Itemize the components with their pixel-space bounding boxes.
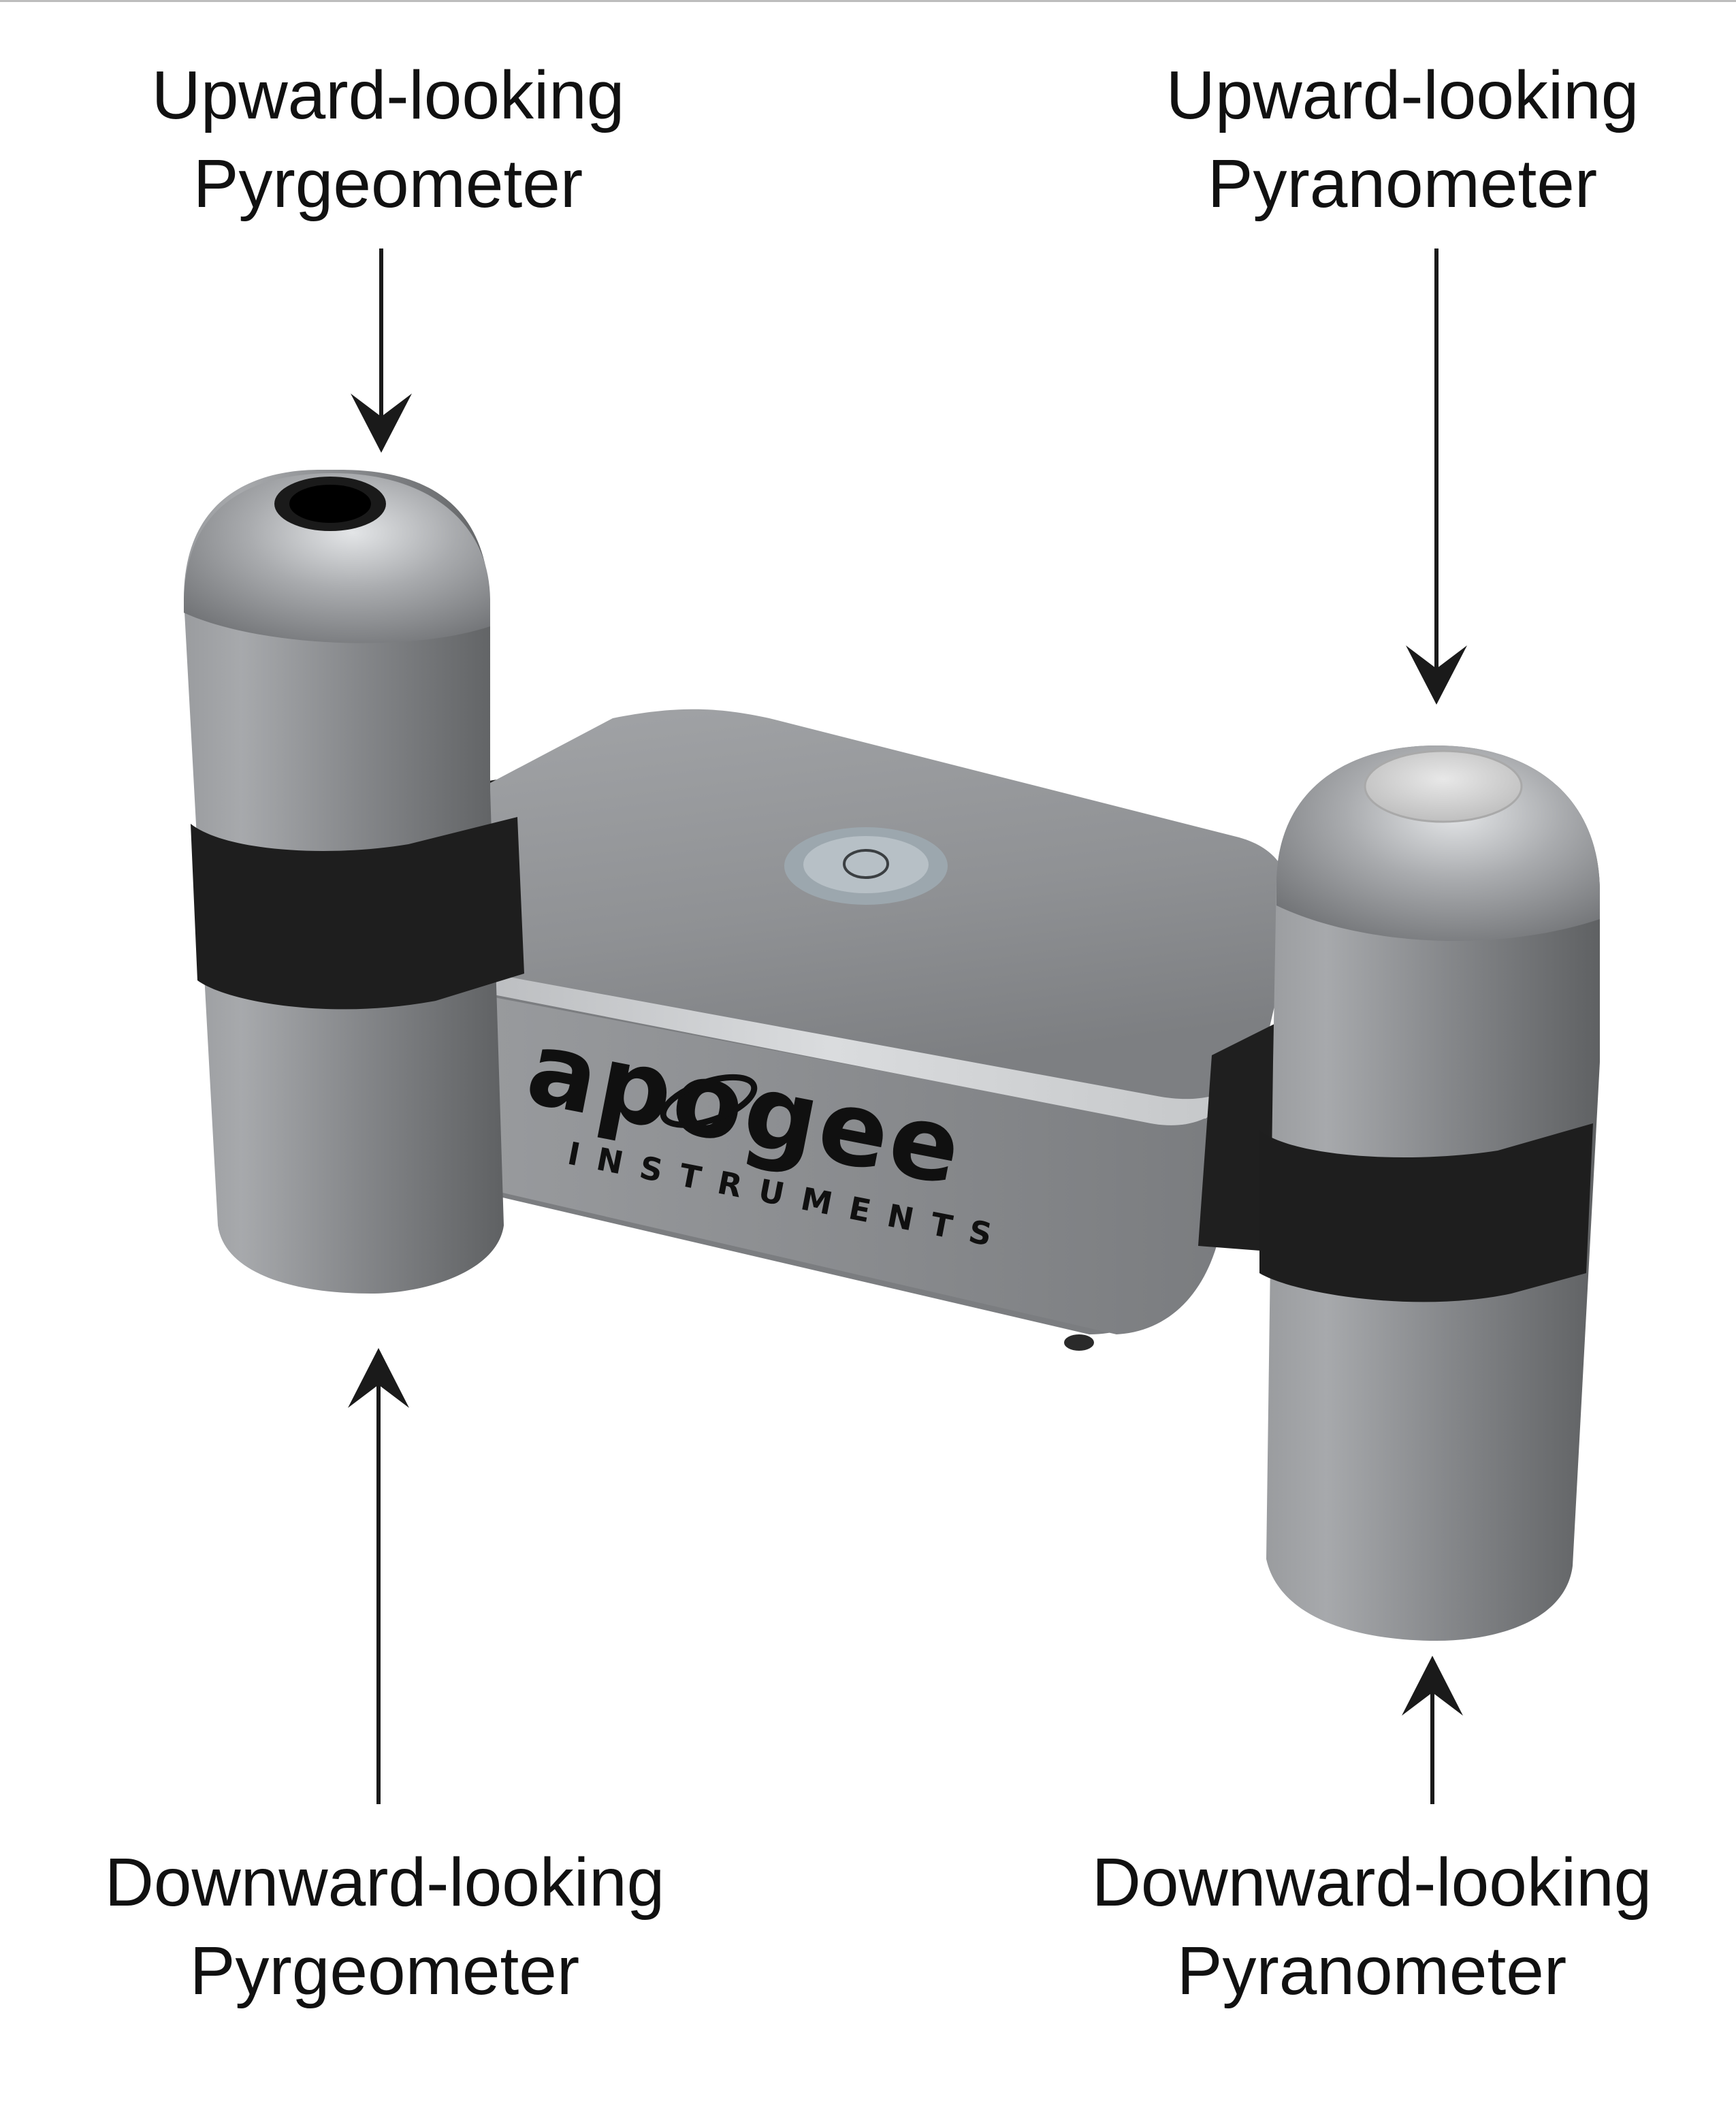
logo-orbit-icon bbox=[660, 1074, 758, 1128]
label-line: Downward-looking bbox=[104, 1844, 665, 1921]
central-housing bbox=[408, 709, 1292, 1351]
right-pyranometer-sensor bbox=[1259, 745, 1600, 1641]
top-border bbox=[0, 0, 1736, 2]
arrow-upward-pyrgeometer bbox=[351, 248, 412, 453]
label-upward-pyranometer: Upward-looking Pyranometer bbox=[1096, 51, 1709, 228]
label-line: Pyrgeometer bbox=[193, 146, 583, 222]
label-line: Pyranometer bbox=[1176, 1933, 1567, 2009]
label-upward-pyrgeometer: Upward-looking Pyrgeometer bbox=[82, 51, 694, 228]
arrow-downward-pyranometer bbox=[1402, 1656, 1463, 1804]
label-line: Pyranometer bbox=[1207, 146, 1598, 222]
label-line: Downward-looking bbox=[1091, 1844, 1652, 1921]
pyranometer-diffuser-icon bbox=[1364, 750, 1523, 823]
label-line: Pyrgeometer bbox=[189, 1933, 580, 2009]
arrow-downward-pyrgeometer bbox=[348, 1348, 409, 1804]
label-downward-pyranometer: Downward-looking Pyranometer bbox=[1035, 1838, 1709, 2015]
label-downward-pyrgeometer: Downward-looking Pyrgeometer bbox=[48, 1838, 722, 2015]
arrow-upward-pyranometer bbox=[1406, 248, 1467, 705]
label-line: Upward-looking bbox=[151, 57, 625, 133]
left-pyrgeometer-sensor bbox=[184, 470, 524, 1294]
label-line: Upward-looking bbox=[1166, 57, 1639, 133]
